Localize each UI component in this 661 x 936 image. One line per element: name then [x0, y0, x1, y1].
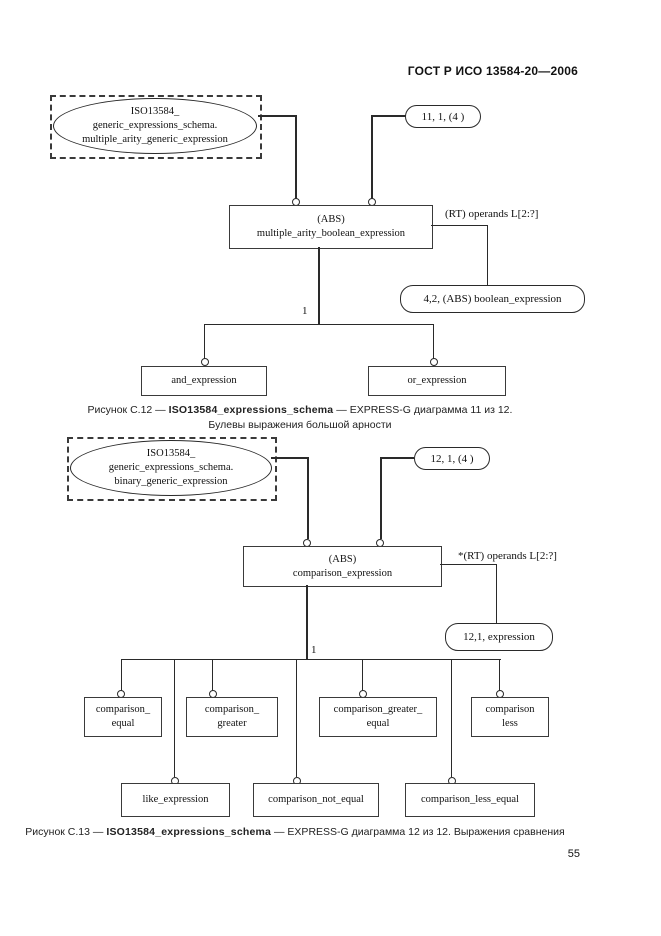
connector-line: [271, 457, 309, 459]
abs-entity-box: (ABS) comparison_expression: [243, 546, 442, 587]
abs-entity-line: comparison_expression: [292, 567, 393, 579]
subtype-drop-line: [174, 659, 175, 777]
subtype-drop-line: [204, 324, 205, 359]
page-ref-oval: 11, 1, (4 ): [405, 105, 481, 128]
page-number: 55: [567, 848, 580, 860]
caption-schema-name: ISO13584_expressions_schema: [168, 404, 334, 416]
junction-circle: [201, 358, 209, 366]
caption-text: Рисунок С.13 —: [25, 826, 107, 838]
entity-label: comparison_: [95, 704, 151, 715]
entity-box-comparison-greater: comparison_ greater: [186, 697, 278, 737]
entity-label: greater: [217, 718, 247, 729]
subtype-drop-line: [296, 659, 297, 777]
entity-label: comparison_greater_: [333, 704, 423, 715]
attribute-line: [496, 564, 497, 624]
entity-label: or_expression: [407, 375, 467, 386]
schema-ref-oval: ISO13584_ generic_expressions_schema. bi…: [70, 440, 272, 496]
figure-caption-c12-line2: Булевы выражения большой арности: [208, 419, 392, 431]
subtype-drop-line: [499, 659, 500, 691]
entity-label: equal: [366, 718, 390, 729]
figure-caption-c13: Рисунок С.13 — ISO13584_expressions_sche…: [0, 826, 590, 838]
subtype-drop-line: [433, 324, 434, 359]
subtype-drop-line: [451, 659, 452, 777]
schema-ref-dashed-frame: [67, 437, 277, 501]
schema-ref-line: generic_expressions_schema.: [108, 462, 234, 473]
subtype-branch-line: [204, 324, 434, 325]
attribute-type-oval: 12,1, expression: [445, 623, 553, 651]
abs-entity-line: (ABS): [317, 214, 345, 225]
connector-line: [382, 457, 414, 459]
connector-line: [373, 115, 406, 117]
subtype-drop-line: [212, 659, 213, 691]
subtype-drop-line: [362, 659, 363, 691]
schema-ref-line: ISO13584_: [130, 106, 180, 117]
abs-entity-line: multiple_arity_boolean_expression: [256, 228, 406, 239]
figure-caption-c12: Рисунок С.12 — ISO13584_expressions_sche…: [0, 404, 600, 416]
subtype-branch-line: [121, 659, 501, 660]
schema-ref-line: ISO13584_: [146, 448, 196, 459]
schema-ref-line: multiple_arity_generic_expression: [82, 134, 228, 145]
connector-line: [258, 115, 297, 117]
caption-text: — EXPRESS-G диаграмма 12 из 12. Выражени…: [271, 826, 565, 838]
entity-label: and_expression: [171, 375, 237, 386]
connector-line: [380, 457, 382, 539]
entity-label: like_expression: [142, 794, 209, 805]
caption-schema-name: ISO13584_expressions_schema: [106, 826, 272, 838]
entity-box-comparison-equal: comparison_ equal: [84, 697, 162, 737]
entity-box-and-expression: and_expression: [141, 366, 267, 396]
standard-number: ГОСТ Р ИСО 13584-20—2006: [407, 64, 578, 78]
page-ref-oval: 12, 1, (4 ): [414, 447, 490, 470]
connector-line: [371, 115, 373, 199]
entity-box-comparison-greater-equal: comparison_greater_ equal: [319, 697, 437, 737]
connector-line: [295, 115, 297, 199]
schema-ref-line: binary_generic_expression: [114, 476, 228, 487]
entity-label: comparison_not_equal: [268, 794, 364, 805]
abs-entity-box: (ABS) multiple_arity_boolean_expression: [229, 205, 433, 249]
entity-label: comparison: [485, 704, 535, 715]
attribute-label: *(RT) operands L[2:?]: [458, 550, 557, 562]
attribute-type-oval: 4,2, (ABS) boolean_expression: [400, 285, 585, 313]
attribute-label: (RT) operands L[2:?]: [445, 208, 539, 220]
subtype-cardinality: 1: [311, 644, 317, 656]
entity-box-comparison-not-equal: comparison_not_equal: [253, 783, 379, 817]
schema-ref-line: generic_expressions_schema.: [92, 120, 218, 131]
entity-label: equal: [111, 718, 135, 729]
entity-box-like-expression: like_expression: [121, 783, 230, 817]
entity-label: comparison_: [204, 704, 260, 715]
subtype-trunk-line: [306, 585, 308, 660]
attribute-line: [431, 225, 488, 226]
caption-text: Рисунок С.12 —: [87, 404, 169, 416]
junction-circle: [430, 358, 438, 366]
caption-text: — EXPRESS-G диаграмма 11 из 12.: [333, 404, 513, 416]
entity-box-comparison-less: comparison less: [471, 697, 549, 737]
entity-box-comparison-less-equal: comparison_less_equal: [405, 783, 535, 817]
attribute-line: [440, 564, 497, 565]
entity-box-or-expression: or_expression: [368, 366, 506, 396]
abs-entity-line: (ABS): [328, 553, 357, 565]
entity-label: less: [502, 718, 518, 729]
connector-line: [307, 457, 309, 539]
subtype-drop-line: [121, 659, 122, 691]
schema-ref-oval: ISO13584_ generic_expressions_schema. mu…: [53, 98, 257, 154]
subtype-trunk-line: [318, 247, 320, 325]
entity-label: comparison_less_equal: [421, 794, 519, 805]
attribute-line: [487, 225, 488, 286]
subtype-cardinality: 1: [302, 305, 308, 317]
schema-ref-dashed-frame: [50, 95, 262, 159]
